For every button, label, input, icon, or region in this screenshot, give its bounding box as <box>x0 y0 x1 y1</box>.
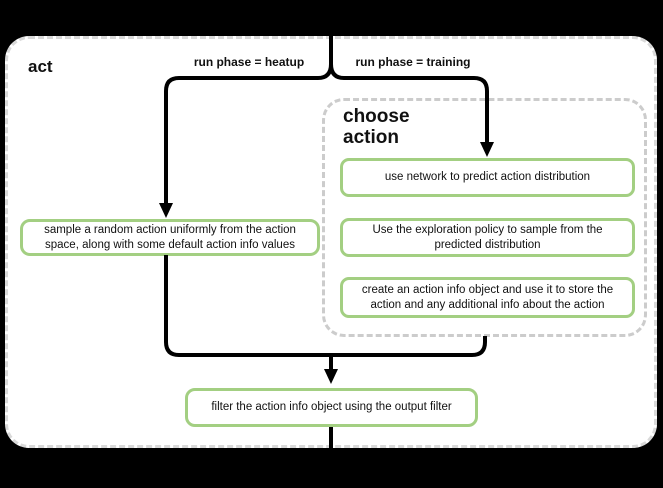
node-output-filter: filter the action info object using the … <box>185 388 478 427</box>
node-predict-distribution: use network to predict action distributi… <box>340 158 635 197</box>
group-title: choose action <box>343 106 410 148</box>
node-exploration-policy-sample: Use the exploration policy to sample fro… <box>340 218 635 257</box>
node-sample-random-action: sample a random action uniformly from th… <box>20 219 320 256</box>
branch-label-heatup: run phase = heatup <box>193 55 305 69</box>
container-title: act <box>28 57 53 76</box>
branch-label-training: run phase = training <box>355 55 471 69</box>
choose-action-group: choose action use network to predict act… <box>322 98 647 337</box>
node-create-action-info: create an action info object and use it … <box>340 277 635 318</box>
